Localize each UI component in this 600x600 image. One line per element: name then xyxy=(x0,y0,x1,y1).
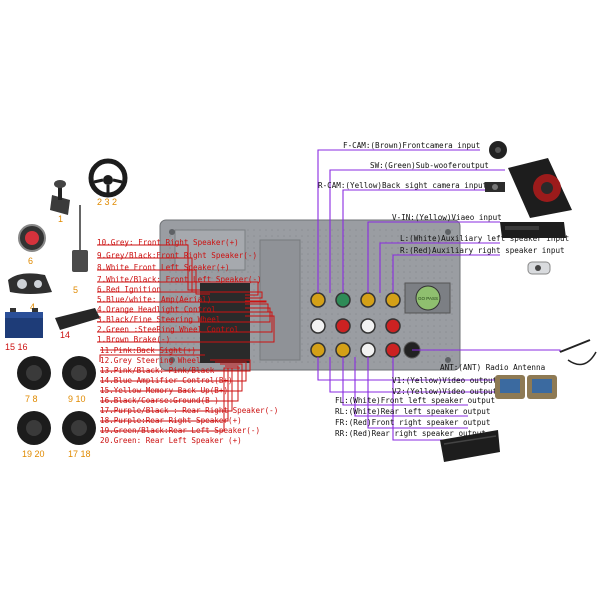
right-label-fl: FL:(White)Front left speaker output xyxy=(335,396,495,405)
number-232: 2 3 2 xyxy=(97,197,117,207)
car-battery-icon xyxy=(5,308,43,338)
right-label-fr: FR:(Red)Front right speaker output xyxy=(335,418,490,427)
right-label-rr: RR:(Red)Rear right speaker output xyxy=(335,429,486,438)
front-camera-icon xyxy=(489,141,507,159)
number-4: 4 xyxy=(30,302,35,312)
left-label-16: 16.Black/Coarse:Ground(B-) xyxy=(100,396,219,405)
left-label-12: 12.Grey Steering Wheel xyxy=(100,356,201,365)
screw-holes xyxy=(169,229,451,363)
left-label-14: 14.Blue Amplifier Control(B+) xyxy=(100,376,233,385)
left-label-1: 10.Grey: Front Right Speaker(+) xyxy=(97,238,239,247)
left-label-2: 9.Grey/Black:Front Right Speaker(-) xyxy=(97,251,257,260)
harness-connector xyxy=(200,283,250,363)
left-label-13: 13.Pink/Black: Pink/Black xyxy=(100,366,215,375)
headlight-icon xyxy=(8,273,52,294)
steering-wheel-icon xyxy=(88,158,128,198)
left-label-6: 5.Blue/white: Amp(Aerial) xyxy=(97,295,211,304)
subwoofer-icon xyxy=(508,158,572,218)
speaker-icon xyxy=(17,356,96,445)
left-label-8: 3.Black/Fine Steering Wheel xyxy=(97,315,220,324)
left-label-9: 2.Green :SteeRing Wheel Control xyxy=(97,325,239,334)
number-1: 1 xyxy=(58,214,63,224)
right-label-f-cam: F-CAM:(Brown)Frontcamera input xyxy=(343,141,480,150)
start-button-icon xyxy=(18,224,46,252)
left-label-18: 18.Purple:Rear Right Speaker(+) xyxy=(100,416,242,425)
left-label-11: 11.Pink:Back Sight(+) xyxy=(100,346,196,355)
headrest-monitor-icon xyxy=(495,375,557,399)
left-label-19: 19.Green/Black:Rear Left Speaker(-) xyxy=(100,426,260,435)
number-6: 6 xyxy=(28,256,33,266)
hidden-camera-icon xyxy=(527,261,551,275)
radio-antenna-icon xyxy=(559,339,597,366)
right-label-r: R:(Red)Auxiliary right speaker input xyxy=(400,246,565,255)
number-14: 14 xyxy=(60,330,70,340)
number-78: 7 8 xyxy=(25,394,38,404)
right-label-v-in: V-IN:(Yellow)Viaeo input xyxy=(392,213,502,222)
right-label-rl: RL:(White)Rear left speaker output xyxy=(335,407,490,416)
left-label-17: 17.Purple/Black : Rear Right Speaker(-) xyxy=(100,406,278,415)
antenna-icon xyxy=(72,205,88,272)
number-1516: 15 16 xyxy=(5,342,28,352)
right-label-v2: V2:(Yellow)Video output xyxy=(392,387,497,396)
speaker-amplifier-icon xyxy=(440,430,500,462)
left-label-20: 20.Green: Rear Left Speaker (+) xyxy=(100,436,242,445)
left-label-3: 8.White Front Left Speaker(+) xyxy=(97,263,230,272)
rca-jack-grid xyxy=(310,292,401,358)
go-pass-text: GO PASS xyxy=(418,296,438,301)
left-label-list: 10.Grey: Front Right Speaker(+) 9.Grey/B… xyxy=(97,238,278,445)
right-label-sw: SW:(Green)Sub-wooferoutput xyxy=(370,161,489,170)
amplifier-icon xyxy=(55,308,100,330)
harness-wires-left xyxy=(97,244,275,432)
gear-shift-icon xyxy=(50,180,70,215)
rca-wires-right xyxy=(317,149,561,441)
right-label-list: F-CAM:(Brown)Frontcamera input SW:(Green… xyxy=(318,141,569,438)
number-1718: 17 18 xyxy=(68,449,91,459)
dvd-player-icon xyxy=(500,222,566,238)
number-910: 9 10 xyxy=(68,394,86,404)
number-5: 5 xyxy=(73,285,78,295)
left-label-10: 1.Brown Brake(-) xyxy=(97,335,170,344)
right-label-r-cam: R-CAM:(Yellow)Back sight camera input xyxy=(318,181,487,190)
go-pass-badge xyxy=(415,285,441,311)
rear-camera-icon xyxy=(485,182,505,192)
right-label-v1: V1:(Yellow)Video output xyxy=(392,376,497,385)
left-label-4: 7.White/Black: Front Left Speaker(-) xyxy=(97,275,262,284)
right-label-l: L:(White)Auxiliary left speaker input xyxy=(400,234,569,243)
left-label-5: 6.Red Ignition xyxy=(97,285,161,294)
right-label-ant: ANT:(ANT) Radio Antenna xyxy=(440,363,545,372)
left-label-15: 15.Yellow Memory Back Up(B+) xyxy=(100,386,228,395)
left-label-7: 4.Orange Headlight Control xyxy=(97,305,216,314)
number-1920: 19 20 xyxy=(22,449,45,459)
